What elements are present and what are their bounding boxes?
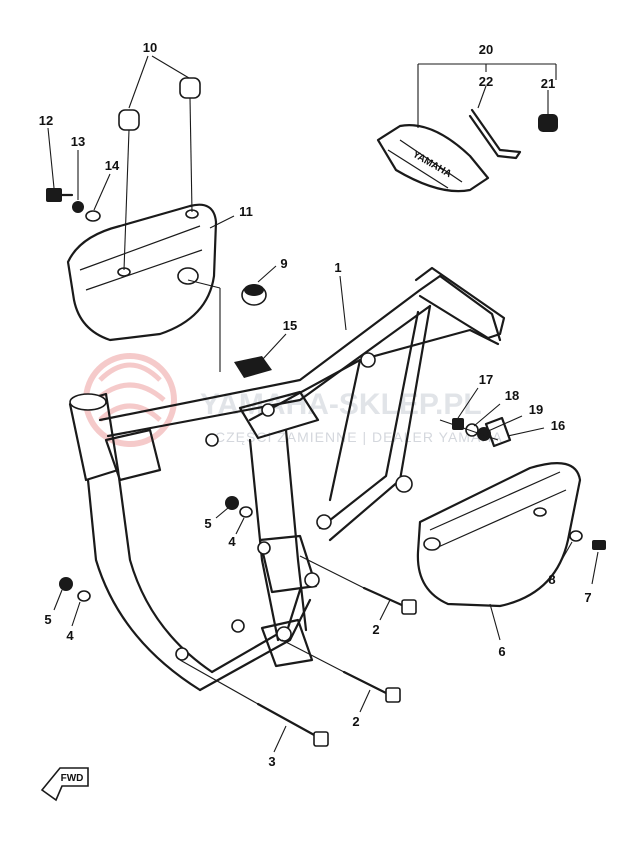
callout-11: 11 (239, 204, 253, 219)
callout-16: 16 (551, 418, 565, 433)
callout-19: 19 (529, 402, 543, 417)
side-cover-fasteners (46, 188, 101, 222)
callout-leaders (47, 55, 599, 753)
damper-rubber (241, 284, 267, 306)
fwd-arrow-icon (40, 767, 89, 802)
callout-9: 9 (280, 256, 287, 271)
side-cover-right (416, 462, 582, 608)
watermark-title: YAMAHA-SKLEP.PL (200, 388, 482, 421)
callout-4-upper: 4 (228, 534, 236, 549)
engine-mount-bolts (179, 555, 417, 747)
callout-5-upper: 5 (204, 516, 211, 531)
toolbag-brand: YAMAHA (411, 149, 454, 180)
callout-5-lower: 5 (44, 612, 51, 627)
grommet-hole-icon (177, 267, 199, 285)
main-frame (68, 266, 506, 692)
fwd-label: FWD (61, 773, 84, 784)
callout-21: 21 (541, 76, 555, 91)
callout-22: 22 (479, 74, 493, 89)
callout-12: 12 (39, 113, 53, 128)
side-cover-left (66, 203, 218, 342)
callout-8: 8 (548, 572, 555, 587)
callout-2-upper: 2 (372, 622, 379, 637)
callout-14: 14 (105, 158, 120, 173)
callout-1: 1 (334, 260, 341, 275)
callout-17: 17 (479, 372, 493, 387)
callout-7: 7 (584, 590, 591, 605)
callouts: 10 12 13 14 11 9 1 15 20 22 21 17 18 19 … (39, 40, 592, 769)
cover-screw (569, 530, 606, 550)
callout-13: 13 (71, 134, 85, 149)
forward-direction-indicator: FWD (40, 767, 89, 802)
callout-18: 18 (505, 388, 519, 403)
tool-kit: YAMAHA (376, 108, 558, 193)
callout-4-lower: 4 (66, 628, 74, 643)
callout-20: 20 (479, 42, 493, 57)
nut-washer-set (59, 496, 253, 602)
callout-6: 6 (498, 644, 505, 659)
callout-2-lower: 2 (352, 714, 359, 729)
seat-pad (187, 279, 272, 378)
mount-bolt-set (439, 416, 512, 448)
callout-15: 15 (283, 318, 297, 333)
grommet-pair (118, 77, 201, 271)
callout-10: 10 (143, 40, 157, 55)
callout-3: 3 (268, 754, 275, 769)
